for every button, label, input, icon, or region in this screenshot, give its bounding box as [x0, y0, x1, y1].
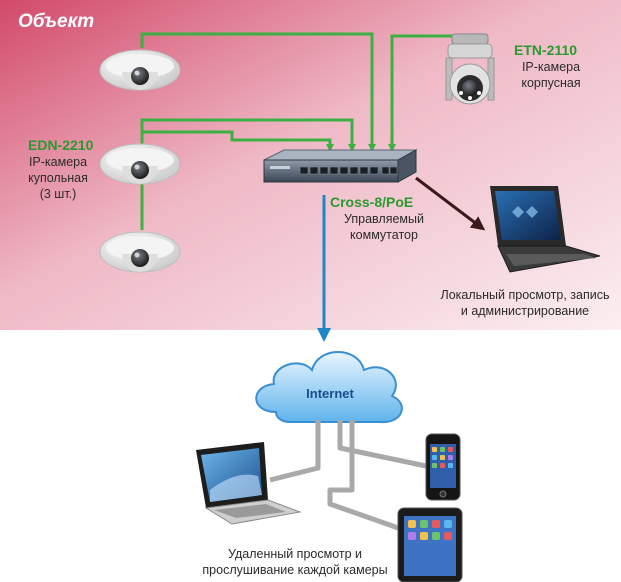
smartphone-icon: [425, 433, 461, 501]
link-remote-laptop: [269, 420, 321, 483]
cloud-icon: [255, 351, 403, 424]
tablet-icon: [397, 507, 463, 582]
switch-line2: коммутатор: [350, 228, 418, 242]
ptz-type: IP-камера: [521, 60, 581, 74]
dome-type: IP-камера: [28, 155, 88, 169]
laptop-icon: [196, 442, 302, 525]
local-line1: Локальный просмотр, запись: [440, 288, 610, 302]
ptz-model: ETN-2110: [514, 42, 578, 58]
ptz-form: корпусная: [521, 76, 581, 90]
cloud-label: Internet: [306, 386, 354, 401]
dome-camera-icon: [99, 49, 181, 91]
link-ptz: [388, 34, 460, 152]
link-remote-tablet: [327, 420, 405, 533]
switch-model: Cross-8/PoE: [330, 194, 414, 210]
remote-line1: Удаленный просмотр и: [227, 547, 363, 561]
zone-title: Объект: [18, 11, 95, 32]
dome-model: EDN-2210: [28, 137, 94, 153]
dome-qty: (3 шт.): [39, 187, 77, 201]
dome-camera-icon: [99, 143, 181, 185]
dome-form: купольная: [28, 171, 88, 185]
switch-line1: Управляемый: [344, 212, 424, 226]
remote-line2: прослушивание каждой камеры: [202, 563, 388, 577]
dome-camera-icon: [99, 231, 181, 273]
ptz-camera-icon: [445, 33, 495, 105]
link-remote-phone: [337, 420, 427, 469]
local-line2: и администрирование: [460, 304, 590, 318]
remote-links: [269, 420, 427, 533]
network-switch-icon: [263, 149, 418, 183]
laptop-icon: [490, 186, 601, 273]
link-dome-1: [140, 32, 376, 152]
link-local-laptop: [415, 176, 486, 231]
